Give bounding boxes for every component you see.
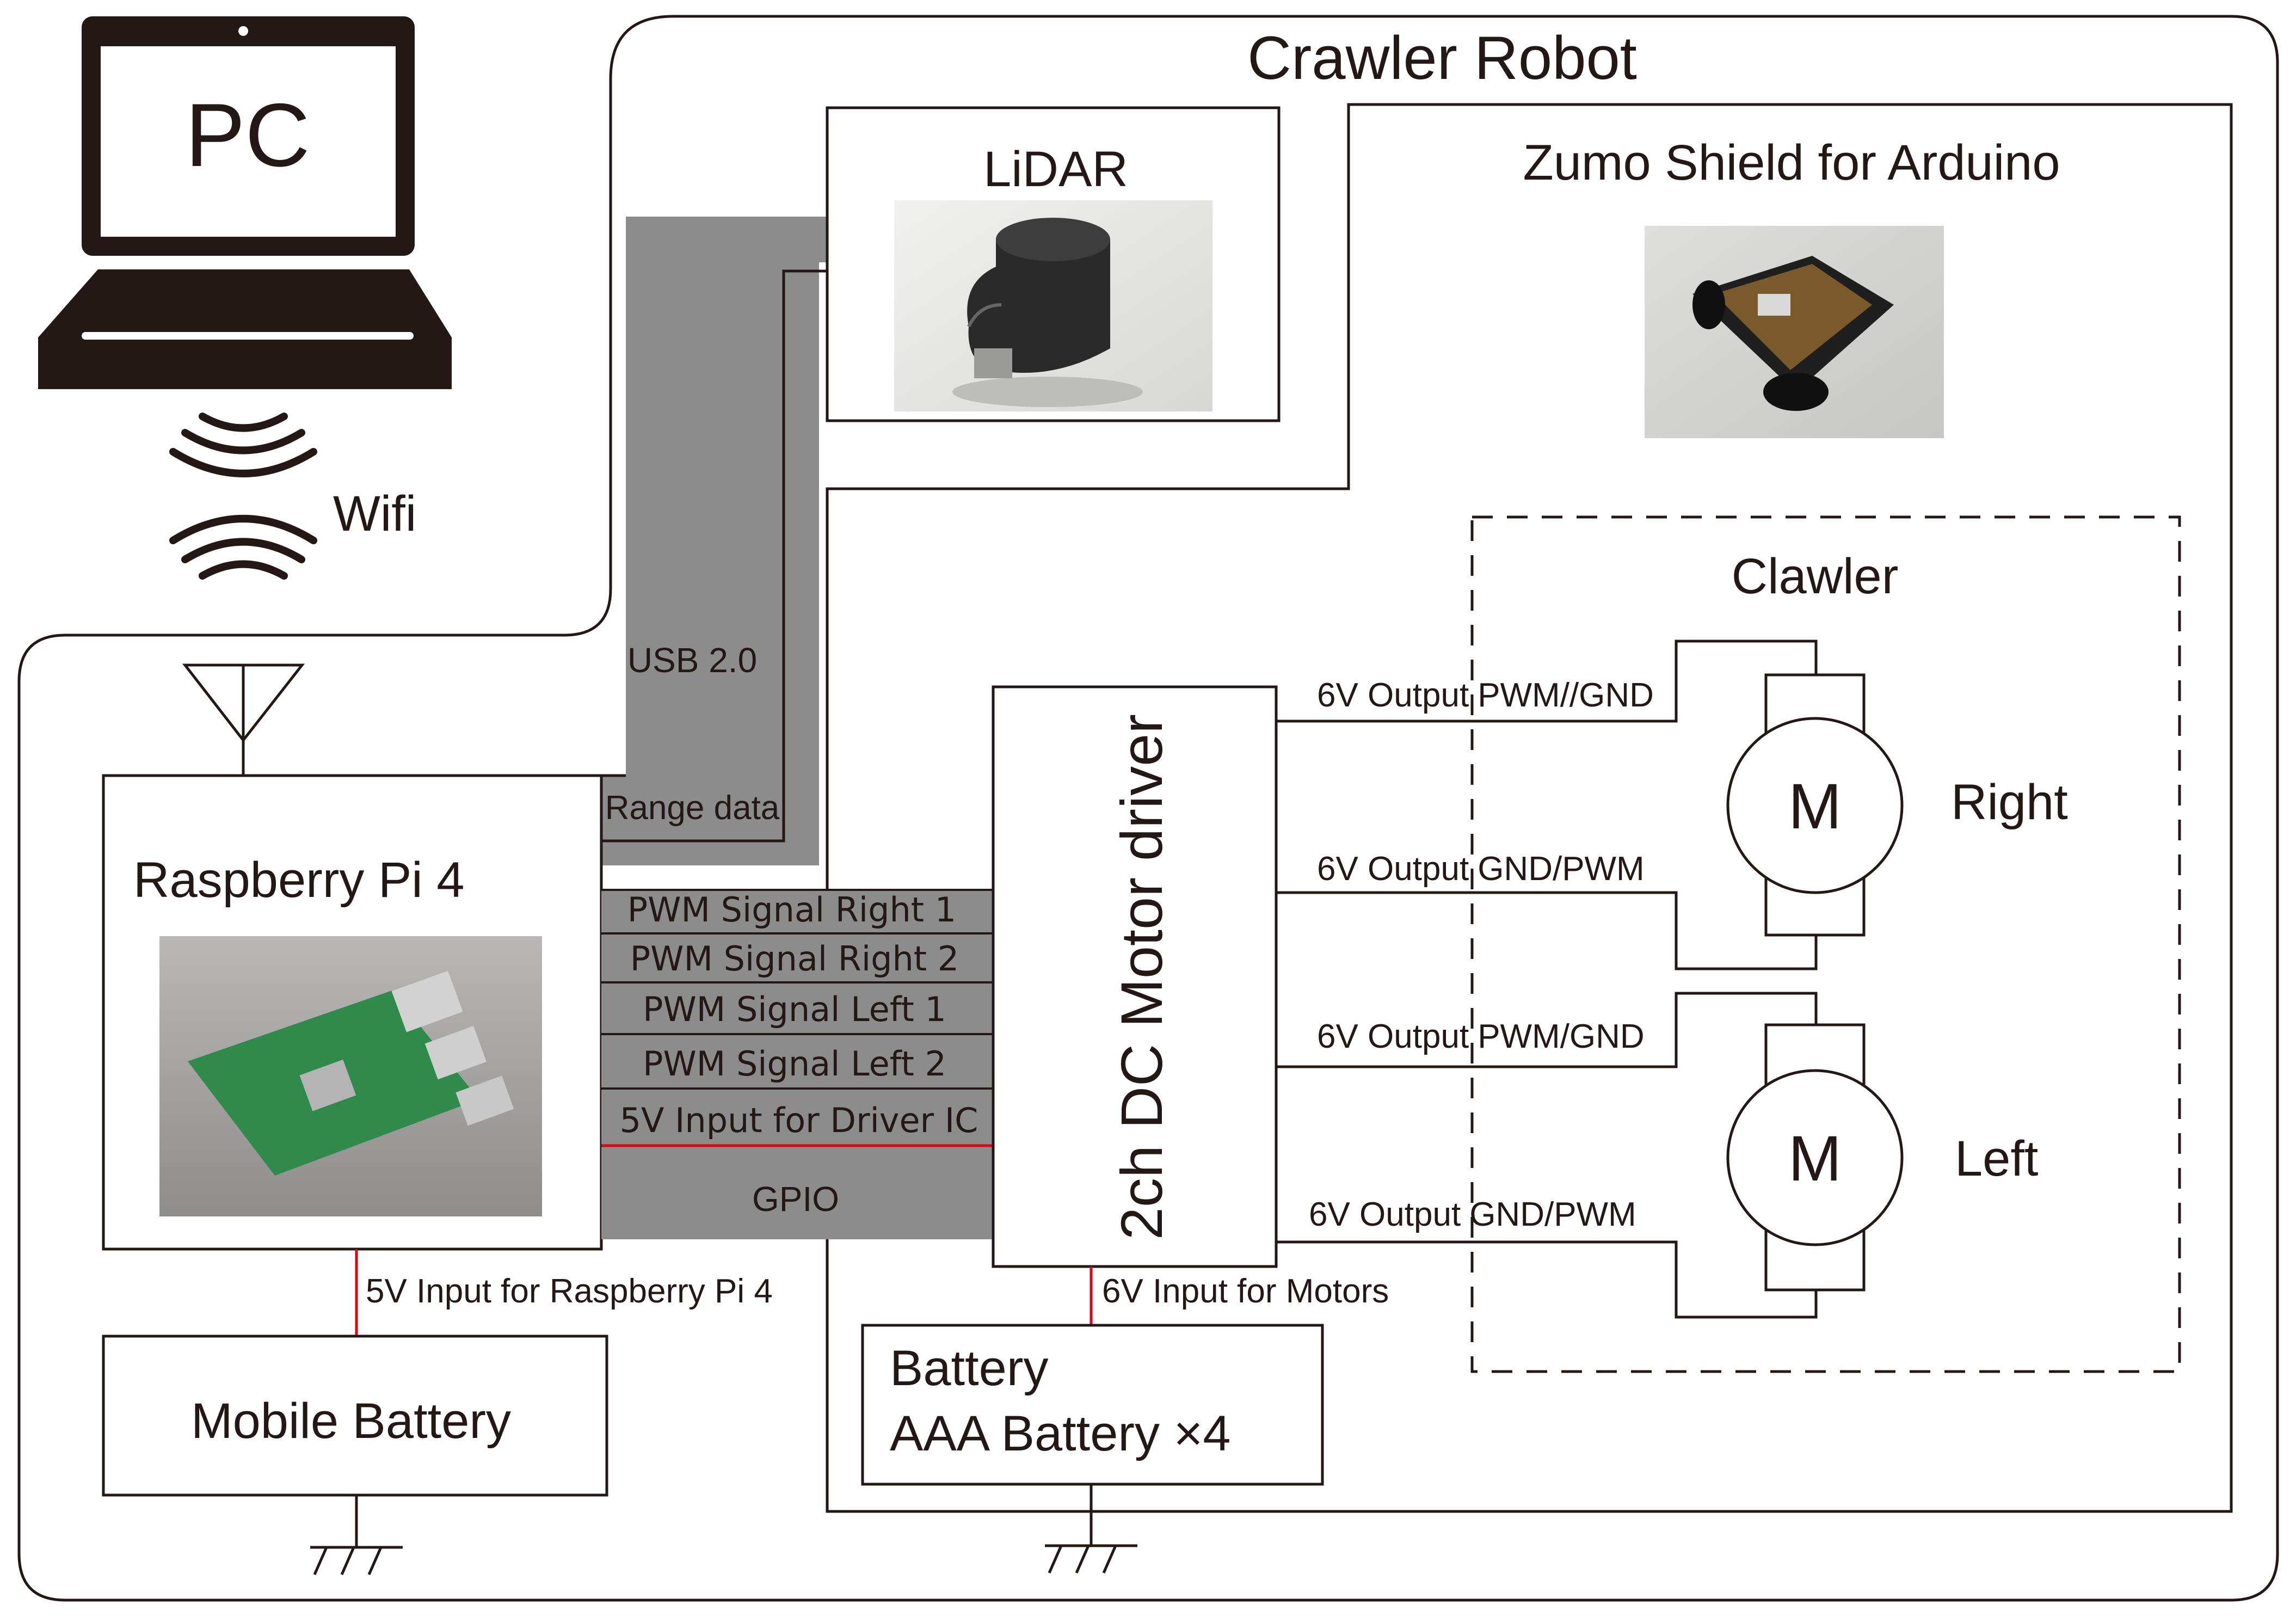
mobile-battery-box bbox=[102, 1335, 608, 1497]
motor-name: Left bbox=[1955, 1131, 2038, 1186]
gpio-separators bbox=[601, 889, 993, 1090]
motor-power-label: 6V Input for Motors bbox=[1102, 1272, 1389, 1310]
gpio-bus bbox=[601, 890, 993, 1239]
gpio-label: GPIO bbox=[752, 1179, 839, 1219]
signal-label: 5V Input for Driver IC bbox=[620, 1100, 978, 1140]
zumo-photo bbox=[1645, 226, 1944, 438]
crawler-robot-title: Crawler Robot bbox=[1247, 24, 1637, 92]
antenna-icon bbox=[182, 663, 305, 776]
motor-symbol: M bbox=[1788, 1123, 1842, 1195]
motor-driver-title: 2ch DC Motor driver bbox=[1109, 714, 1174, 1240]
crawler-robot-boundary bbox=[17, 15, 2279, 1602]
laptop-icon bbox=[38, 16, 452, 389]
raspberry-pi-photo bbox=[159, 936, 542, 1216]
signal-label: PWM Signal Right 2 bbox=[630, 939, 959, 979]
signal-label: PWM Signal Left 2 bbox=[643, 1044, 946, 1084]
lidar-photo bbox=[894, 200, 1212, 411]
motor-name: Right bbox=[1951, 774, 2068, 830]
lidar-title: LiDAR bbox=[983, 142, 1128, 197]
wifi-waves-icon bbox=[169, 413, 317, 580]
zumo-shield-boundary bbox=[826, 103, 2233, 1513]
motor-left bbox=[1726, 1023, 1904, 1292]
zumo-title: Zumo Shield for Arduino bbox=[1523, 135, 2060, 190]
signal-label: PWM Signal Left 1 bbox=[643, 989, 946, 1029]
motor-symbol: M bbox=[1788, 771, 1842, 843]
range-data-label: Range data bbox=[605, 789, 780, 827]
signal-label: PWM Signal Right 1 bbox=[627, 890, 956, 930]
mobile-battery-label: Mobile Battery bbox=[191, 1393, 511, 1449]
ground-icon bbox=[310, 1495, 403, 1576]
battery-type-label: AAA Battery ×4 bbox=[890, 1406, 1230, 1461]
clawler-title: Clawler bbox=[1732, 549, 1899, 604]
ground-icon bbox=[1045, 1484, 1137, 1574]
aaa-battery-box bbox=[861, 1324, 1324, 1486]
wifi-label: Wifi bbox=[333, 486, 416, 542]
usb-label: USB 2.0 bbox=[627, 641, 757, 680]
output-wires bbox=[1276, 640, 1818, 1319]
raspberry-pi-title: Raspberry Pi 4 bbox=[133, 852, 464, 908]
motor-right bbox=[1726, 673, 1904, 937]
pc-label: PC bbox=[185, 85, 310, 185]
pi-power-label: 5V Input for Raspberry Pi 4 bbox=[366, 1272, 773, 1310]
usb-bus bbox=[601, 217, 827, 865]
battery-label: Battery bbox=[890, 1341, 1048, 1396]
clawler-group bbox=[1470, 515, 2181, 1373]
motor-driver-box bbox=[992, 685, 1278, 1268]
